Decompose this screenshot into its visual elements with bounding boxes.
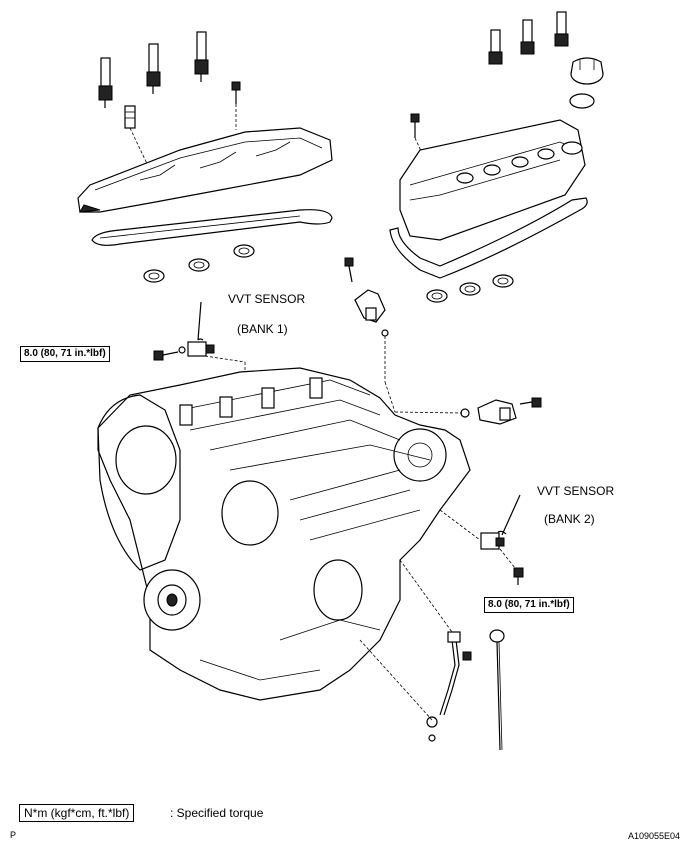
right-gasket	[389, 197, 588, 279]
oil-control-valve	[354, 289, 389, 337]
spark-plug-left-1	[98, 57, 113, 108]
left-plug-tube	[124, 105, 136, 129]
oil-control-valve-bank-2	[460, 397, 542, 425]
left-gasket	[91, 209, 333, 246]
vvt-sensor-bank-1-part	[178, 341, 215, 357]
spark-plug-left-2	[146, 43, 161, 94]
spark-plug-right-3	[554, 11, 569, 47]
right-cylinder-head-cover	[399, 119, 586, 241]
oil-control-valve-bolt	[344, 257, 354, 283]
dipstick	[489, 629, 505, 751]
right-plug-seals	[426, 274, 514, 303]
dipstick-guide	[426, 631, 472, 742]
left-cover-bolt	[231, 81, 241, 104]
vvt-bank1-bolt	[153, 350, 179, 361]
engine-block	[97, 367, 471, 701]
legend-torque-unit-box: N*m (kgf*cm, ft.*lbf)	[19, 804, 135, 822]
torque-spec-bank-2: 8.0 (80, 71 in.*lbf)	[484, 597, 574, 613]
vvt-sensor-bank-1-label: VVT SENSOR	[228, 292, 306, 306]
vvt-sensor-bank-2-label: VVT SENSOR	[537, 484, 615, 498]
oil-filler-cap	[570, 57, 604, 85]
corner-code-left: P	[10, 830, 17, 840]
left-plug-seals	[143, 244, 255, 283]
spark-plug-left-3	[194, 31, 209, 82]
spark-plug-right-2	[520, 19, 535, 55]
bank-2-label: (BANK 2)	[544, 512, 595, 526]
left-cylinder-head-cover	[77, 127, 333, 213]
o-ring-cap	[569, 93, 595, 109]
vvt-bank2-bolt	[513, 567, 524, 585]
vvt-sensor-bank-2-part	[480, 532, 505, 550]
right-cover-bolt	[410, 113, 420, 138]
bank-1-label: (BANK 1)	[237, 322, 288, 336]
torque-spec-bank-1: 8.0 (80, 71 in.*lbf)	[20, 346, 110, 362]
figure-id: A109055E04	[628, 831, 681, 841]
legend-torque-text: : Specified torque	[170, 806, 264, 820]
spark-plug-right-1	[488, 29, 503, 65]
